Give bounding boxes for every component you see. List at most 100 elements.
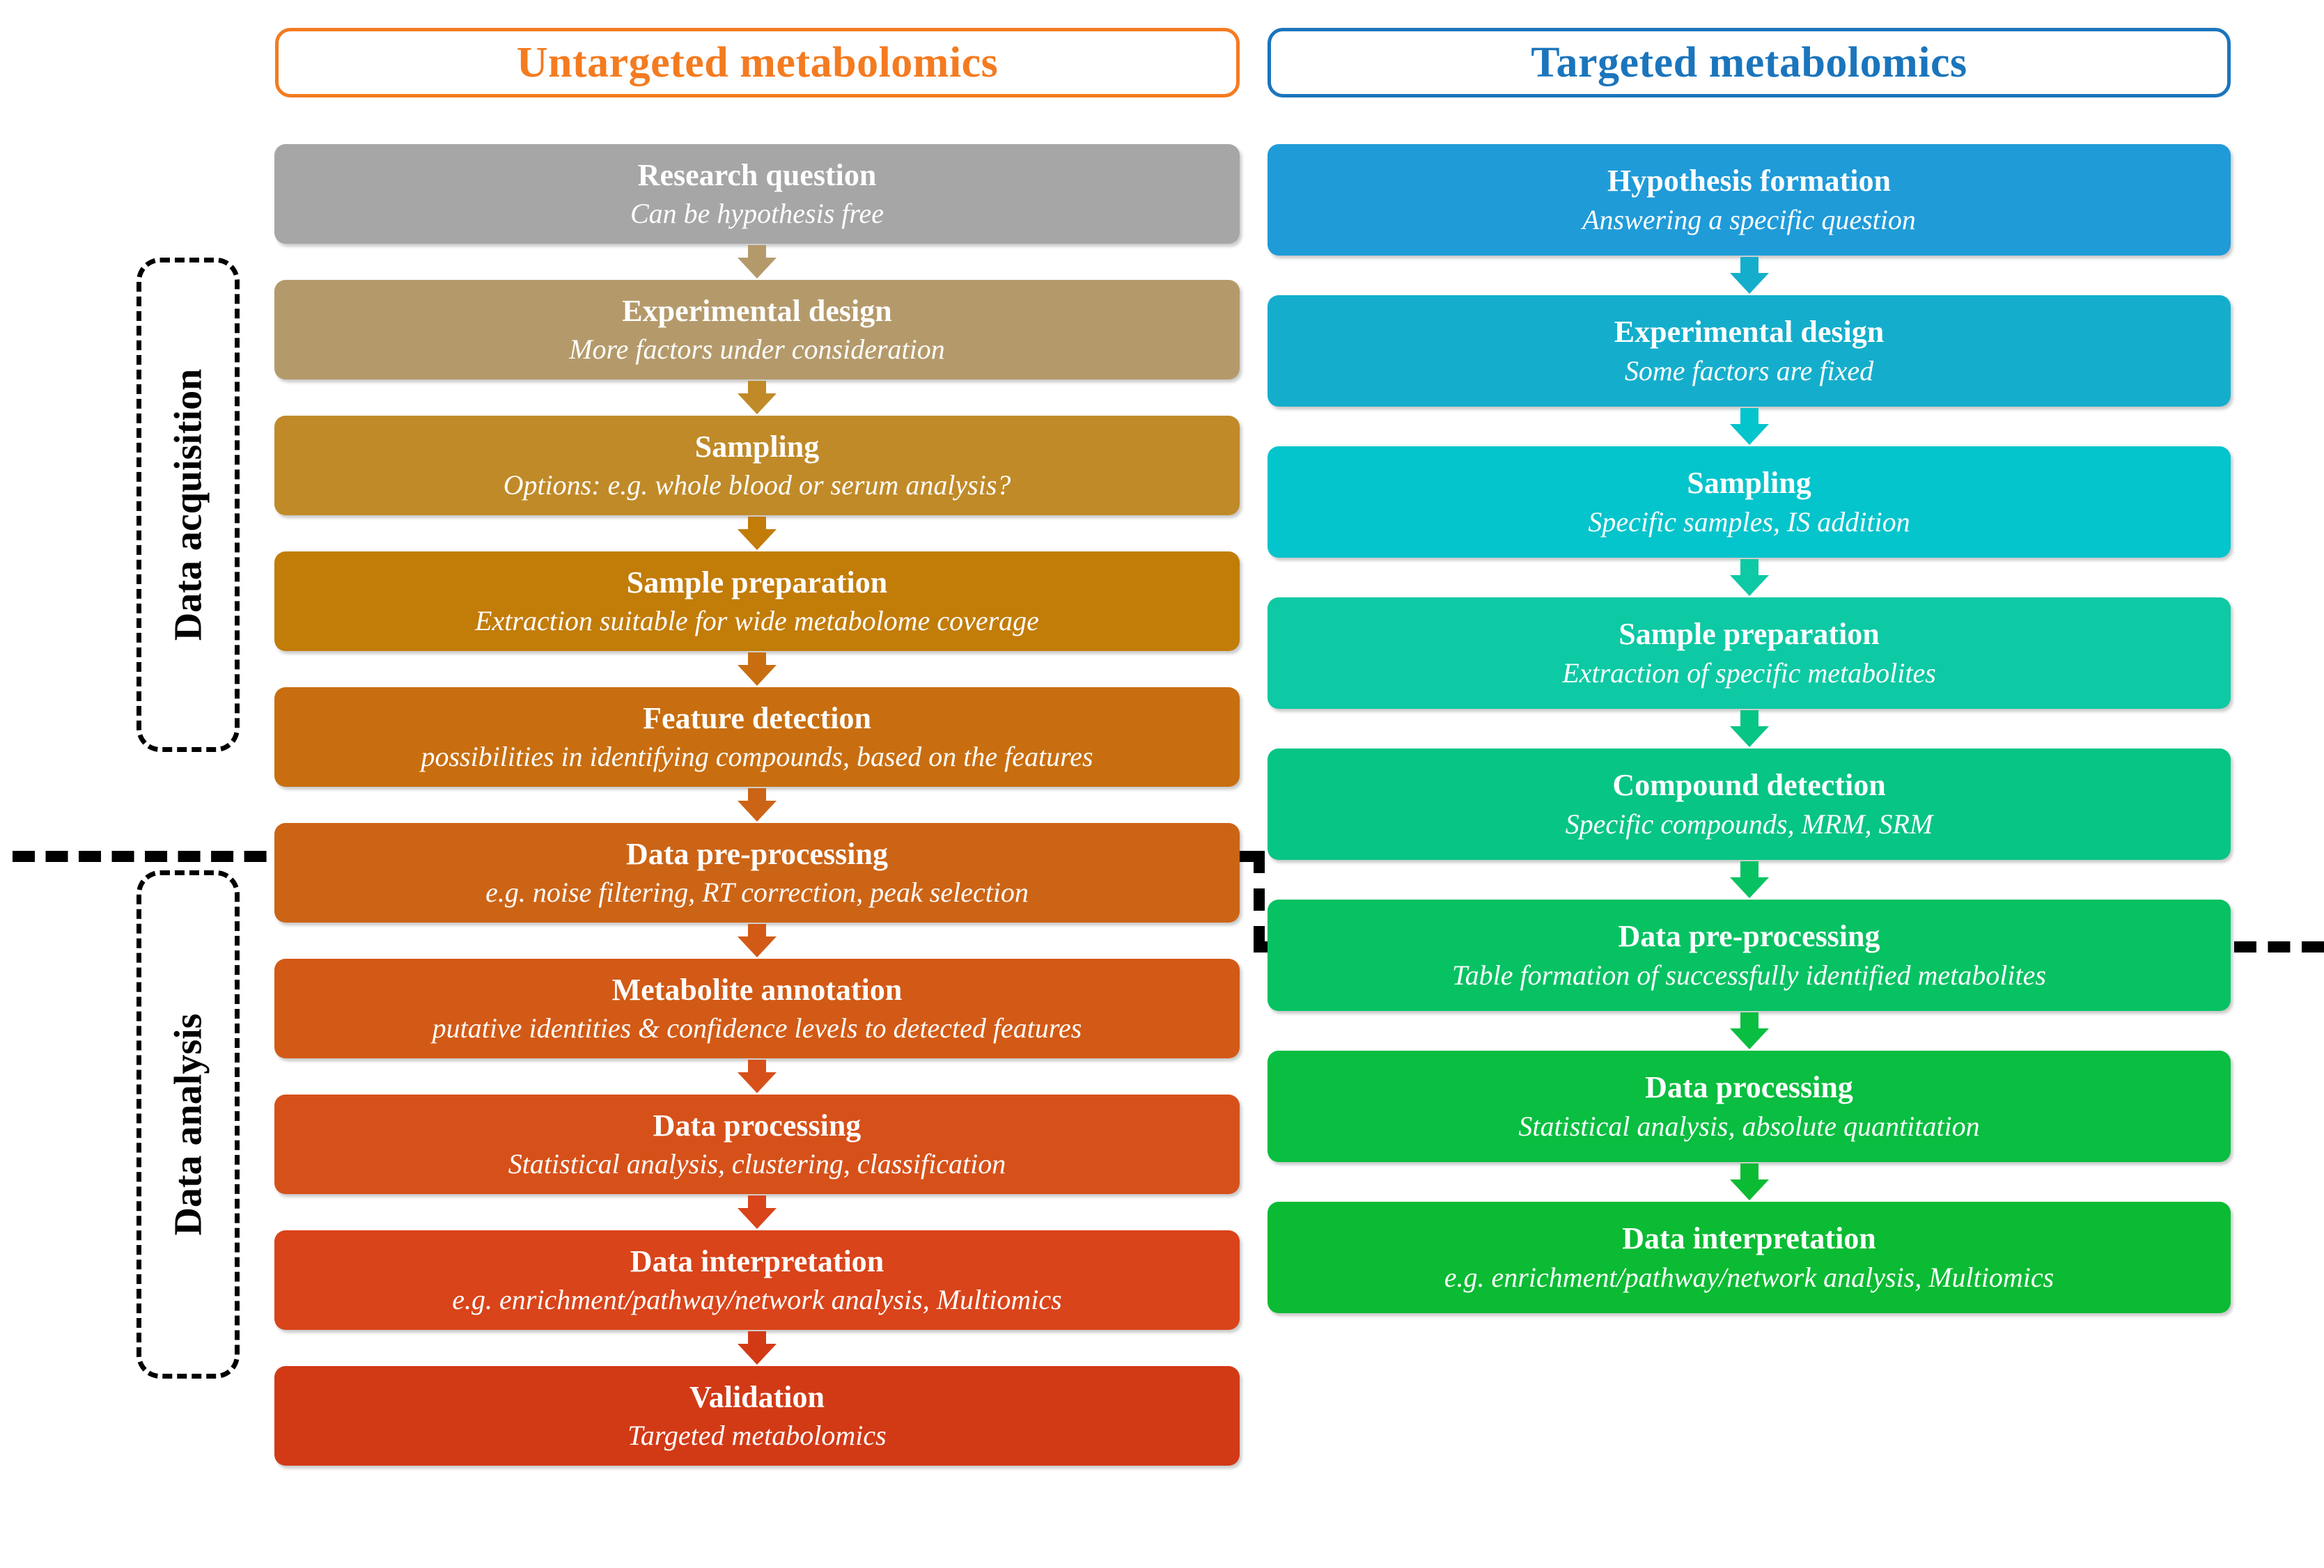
- arrow-down-icon-left-5: [738, 924, 777, 957]
- flow-box-subtitle: putative identities & confidence levels …: [432, 1012, 1082, 1044]
- arrow-down-icon-left-3: [738, 652, 777, 686]
- stage-bracket-data-acquisition: Data acquisition: [137, 258, 240, 752]
- arrow-down-icon-left-8: [738, 1331, 777, 1365]
- arrow-shaft: [748, 924, 766, 936]
- arrow-head: [1729, 877, 1769, 898]
- flow-box-title: Experimental design: [1614, 315, 1885, 350]
- arrow-head: [1729, 1028, 1769, 1049]
- flow-box-title: Compound detection: [1612, 768, 1886, 803]
- flow-box-subtitle: Answering a specific question: [1582, 203, 1916, 235]
- flow-box-title: Hypothesis formation: [1607, 164, 1891, 198]
- column-header-untargeted-label: Untargeted metabolomics: [516, 39, 999, 86]
- arrow-shaft: [1740, 257, 1758, 273]
- stage-label-data-acquisition: Data acquisition: [166, 368, 210, 641]
- flow-box-title: Experimental design: [622, 293, 892, 328]
- flow-box-subtitle: Extraction of specific metabolites: [1562, 657, 1936, 689]
- flow-box-title: Data interpretation: [1622, 1221, 1876, 1256]
- arrow-shaft: [748, 788, 766, 801]
- flow-box-subtitle: e.g. enrichment/pathway/network analysis…: [452, 1284, 1062, 1315]
- arrow-down-icon-right-4: [1729, 861, 1769, 898]
- flow-box-title: Sampling: [694, 429, 820, 464]
- flow-box-title: Data processing: [653, 1108, 861, 1143]
- arrow-head: [738, 801, 777, 822]
- arrow-down-icon-right-2: [1729, 559, 1769, 596]
- flow-box-subtitle: Statistical analysis, absolute quantitat…: [1518, 1110, 1980, 1142]
- arrow-down-icon-right-5: [1729, 1012, 1769, 1049]
- arrow-down-icon-left-4: [738, 788, 777, 822]
- flow-box-subtitle: Statistical analysis, clustering, classi…: [508, 1148, 1006, 1179]
- stage-bracket-data-analysis: Data analysis: [137, 870, 240, 1379]
- arrow-down-icon-right-0: [1729, 257, 1769, 294]
- flow-box-title: Sample preparation: [626, 565, 888, 599]
- flow-box-title: Research question: [637, 157, 877, 192]
- arrow-head: [738, 1208, 777, 1229]
- arrow-down-icon-left-7: [738, 1195, 777, 1229]
- flow-box-subtitle: Options: e.g. whole blood or serum analy…: [503, 469, 1011, 501]
- arrow-down-icon-right-6: [1729, 1163, 1769, 1200]
- arrow-head: [1729, 575, 1769, 596]
- arrow-down-icon-left-6: [738, 1060, 777, 1093]
- section-divider-vertical-connector: [1254, 851, 1265, 948]
- arrow-head: [1729, 726, 1769, 747]
- arrow-shaft: [748, 1331, 766, 1344]
- flow-box-title: Data interpretation: [630, 1244, 884, 1278]
- arrow-down-icon-right-3: [1729, 710, 1769, 747]
- arrow-shaft: [1740, 1163, 1758, 1179]
- arrow-shaft: [1740, 559, 1758, 575]
- stage-label-data-analysis: Data analysis: [166, 1013, 210, 1236]
- flow-box-title: Validation: [689, 1379, 825, 1414]
- arrow-shaft: [748, 1060, 766, 1072]
- flow-box-title: Sample preparation: [1619, 617, 1880, 652]
- flow-box-title: Data pre-processing: [625, 836, 889, 871]
- flow-box-subtitle: Targeted metabolomics: [627, 1420, 887, 1451]
- arrow-shaft: [748, 245, 766, 258]
- flow-box-subtitle: Can be hypothesis free: [630, 198, 884, 229]
- flow-box-subtitle: Table formation of successfully identifi…: [1452, 959, 2046, 991]
- arrow-shaft: [1740, 408, 1758, 424]
- flow-box-subtitle: Extraction suitable for wide metabolome …: [475, 605, 1039, 636]
- flow-box-subtitle: possibilities in identifying compounds, …: [421, 741, 1093, 772]
- column-header-targeted: Targeted metabolomics: [1268, 28, 2231, 97]
- arrow-down-icon-left-1: [738, 381, 777, 414]
- arrow-down-icon-left-2: [738, 517, 777, 550]
- arrow-shaft: [1740, 1012, 1758, 1028]
- column-header-untargeted: Untargeted metabolomics: [275, 28, 1240, 97]
- arrow-down-icon-right-1: [1729, 408, 1769, 445]
- flow-box-subtitle: Specific samples, IS addition: [1588, 505, 1910, 538]
- arrow-head: [738, 936, 777, 957]
- arrow-shaft: [748, 517, 766, 529]
- arrow-head: [738, 529, 777, 550]
- flow-box-title: Metabolite annotation: [611, 972, 903, 1007]
- arrow-shaft: [1740, 861, 1758, 877]
- column-header-targeted-label: Targeted metabolomics: [1531, 39, 1967, 86]
- arrow-shaft: [748, 652, 766, 665]
- arrow-shaft: [748, 1195, 766, 1208]
- arrow-head: [1729, 273, 1769, 294]
- arrow-shaft: [1740, 710, 1758, 726]
- flow-box-right-data-interpretation: Data interpretation e.g. enrichment/pathw…: [1268, 1202, 2231, 1313]
- arrow-head: [1729, 424, 1769, 445]
- arrow-shaft: [748, 381, 766, 393]
- flow-box-subtitle: e.g. enrichment/pathway/network analysis…: [1444, 1261, 2054, 1293]
- flow-box-subtitle: Some factors are fixed: [1624, 354, 1874, 386]
- flow-box-left-feature-detection: Feature detection possibilities in identi…: [274, 687, 1240, 787]
- arrow-down-icon-left-0: [738, 245, 777, 279]
- arrow-head: [738, 1072, 777, 1093]
- flow-box-title: Data pre-processing: [1618, 919, 1880, 954]
- arrow-head: [738, 258, 777, 279]
- flow-box-title: Feature detection: [643, 700, 871, 735]
- arrow-head: [1729, 1179, 1769, 1200]
